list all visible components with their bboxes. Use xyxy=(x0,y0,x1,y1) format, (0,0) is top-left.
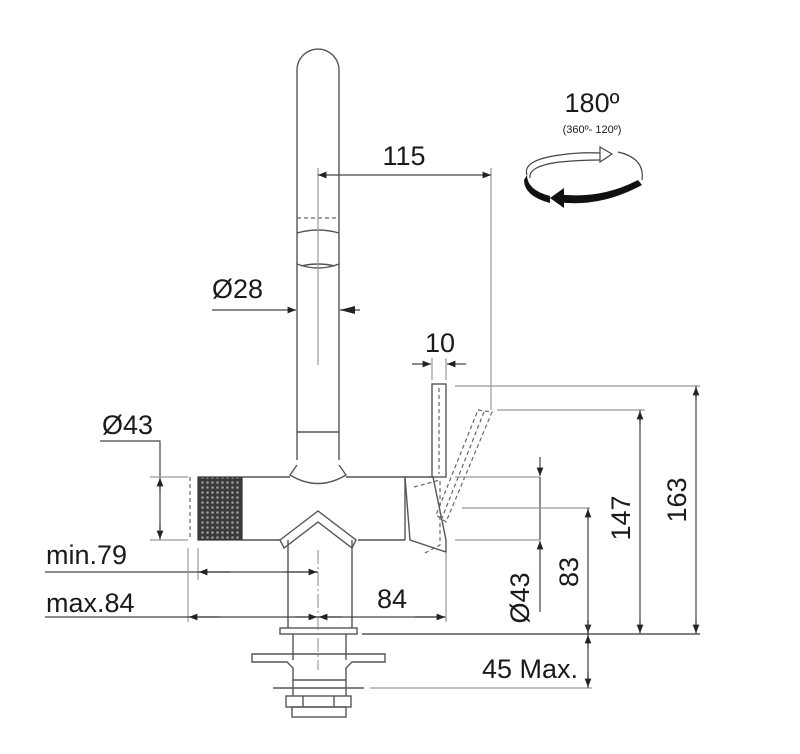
mount-assembly xyxy=(251,540,386,718)
rotation-indicator: 180º (360º- 120º) xyxy=(524,88,643,208)
rotation-arrow-icon xyxy=(524,145,643,208)
dimension-max-84: max.84 84 xyxy=(45,548,447,622)
dimension-45-max: 45 Max. xyxy=(370,620,592,689)
dimension-84-label: 84 xyxy=(377,584,407,614)
dimension-body-diameter-right: Ø43 xyxy=(455,457,544,624)
rotation-range-label: (360º- 120º) xyxy=(563,124,622,136)
dimension-body-diameter-left: Ø43 xyxy=(100,410,188,541)
dimension-min-79-label: min.79 xyxy=(46,540,127,570)
dimension-83: 83 xyxy=(462,507,592,634)
dimension-163: 163 xyxy=(455,385,700,634)
body xyxy=(189,476,406,550)
dimension-83-label: 83 xyxy=(554,557,584,587)
dimension-147-label: 147 xyxy=(606,495,636,540)
rotation-angle-label: 180º xyxy=(565,88,620,118)
dimension-147: 147 xyxy=(497,409,645,634)
dimension-max-84-label: max.84 xyxy=(46,588,135,618)
dimension-45-max-label: 45 Max. xyxy=(482,654,578,684)
dimension-lever-width: 10 xyxy=(412,328,466,380)
dimension-spout-diameter: Ø28 xyxy=(212,274,360,314)
dimension-body-diameter-left-label: Ø43 xyxy=(102,410,153,440)
knurled-grip xyxy=(197,476,243,541)
dimension-115-label: 115 xyxy=(382,141,425,171)
dimension-body-diameter-right-label: Ø43 xyxy=(505,572,535,623)
dimension-163-label: 163 xyxy=(662,477,692,522)
dimension-min-79: min.79 xyxy=(45,540,318,580)
lever xyxy=(404,383,493,554)
dimension-115: 115 xyxy=(317,141,492,410)
dimension-spout-diameter-label: Ø28 xyxy=(212,274,263,304)
dimension-lever-width-label: 10 xyxy=(425,328,455,358)
